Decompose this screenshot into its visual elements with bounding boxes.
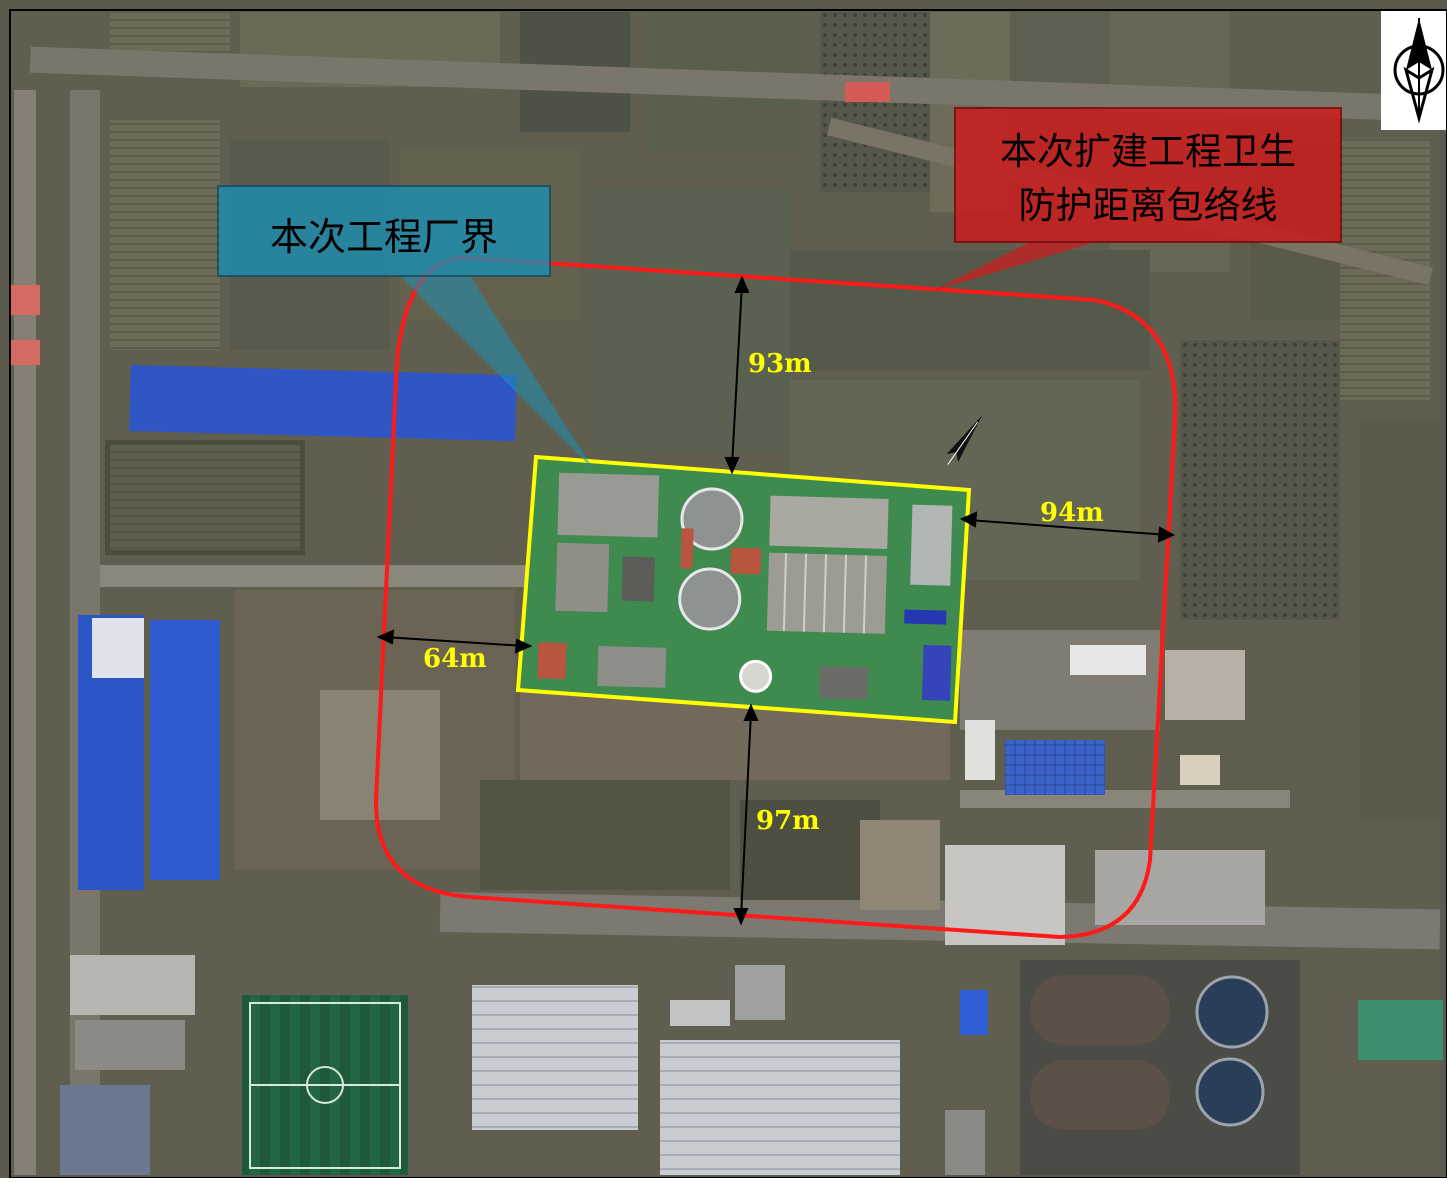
protection-label-line2: 防护距离包络线 <box>1019 184 1278 227</box>
distance-label-east: 94m <box>1040 498 1104 528</box>
north-arrow-icon <box>1381 10 1447 130</box>
small-north-marker-icon <box>946 415 983 465</box>
protection-envelope-line <box>373 255 1178 940</box>
distance-arrows <box>376 275 1176 926</box>
distance-label-south: 97m <box>756 806 820 836</box>
warehouse-blue-roofs <box>78 365 517 890</box>
plant-site <box>518 457 969 722</box>
plant-boundary-line <box>515 454 972 725</box>
protection-label-line1: 本次扩建工程卫生 <box>1000 130 1296 173</box>
distance-label-north: 93m <box>748 349 812 379</box>
protection-envelope-callout: 本次扩建工程卫生 防护距离包络线 <box>930 107 1342 292</box>
distance-label-west: 64m <box>423 644 487 674</box>
plant-boundary-callout: 本次工程厂界 <box>217 185 594 470</box>
plant-boundary-label: 本次工程厂界 <box>270 215 498 259</box>
